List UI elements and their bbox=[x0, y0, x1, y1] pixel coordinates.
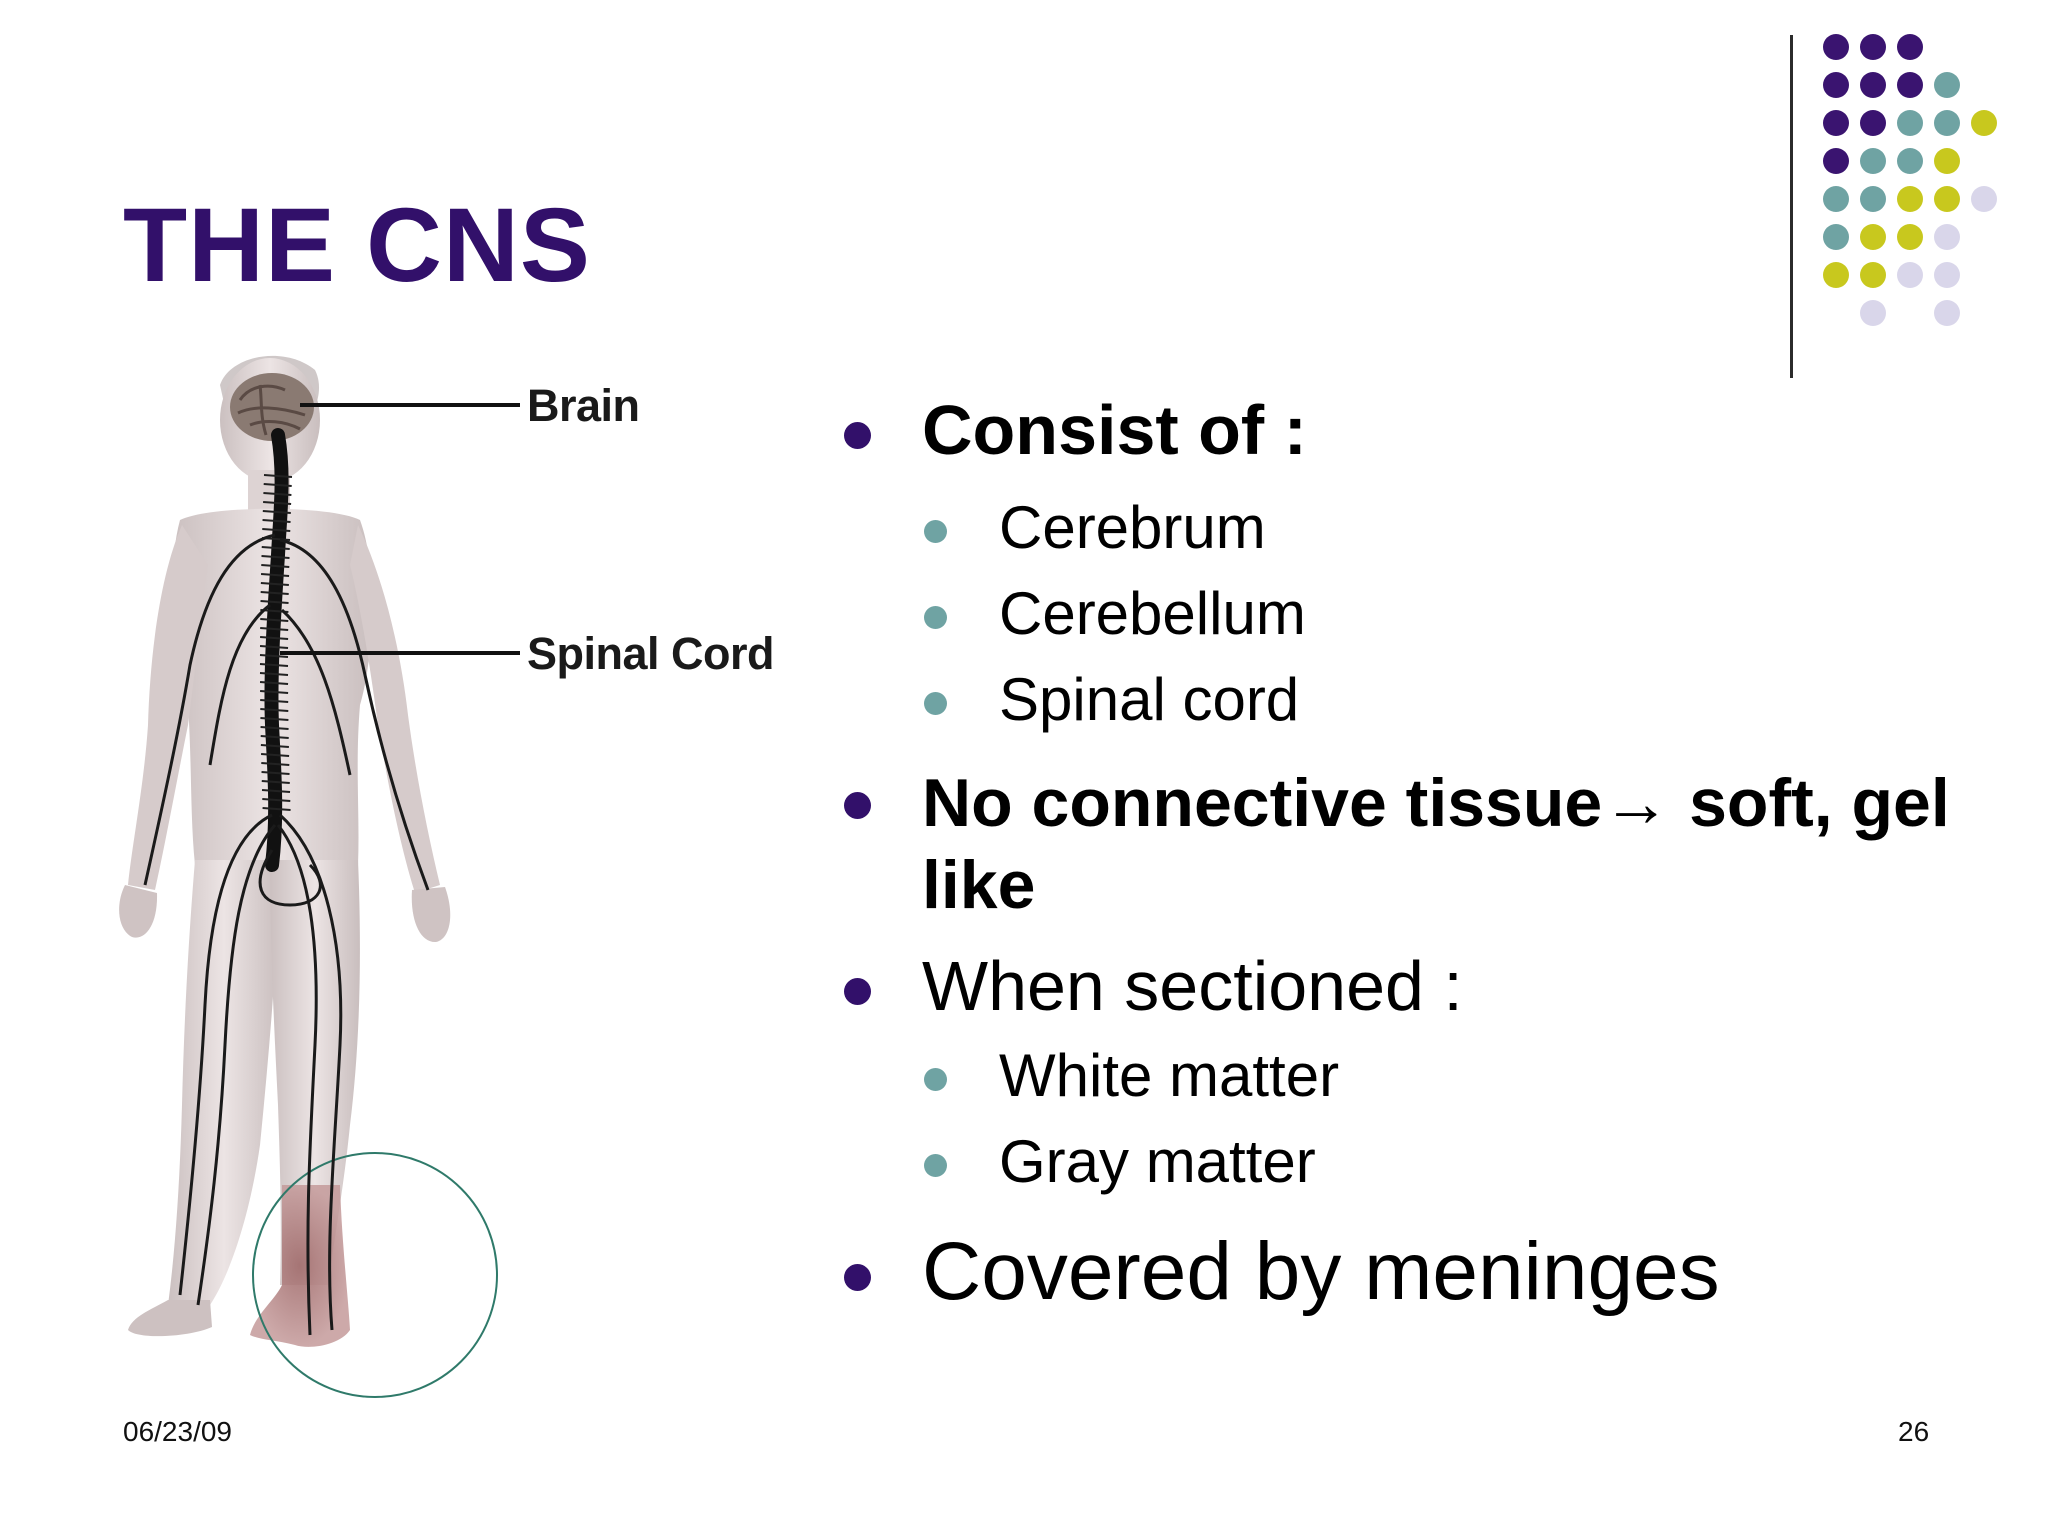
decorative-dot bbox=[1971, 186, 1997, 212]
sub-bullet-text: Cerebellum bbox=[999, 580, 1306, 647]
decorative-dot bbox=[1897, 148, 1923, 174]
sub-bullet-text: Spinal cord bbox=[999, 666, 1300, 733]
decorative-dot bbox=[1934, 110, 1960, 136]
decorative-dot bbox=[1860, 262, 1886, 288]
decorative-dot bbox=[1934, 72, 1960, 98]
nerve-lines bbox=[143, 533, 430, 1336]
nervous-system-illustration: Brain Spinal Cord bbox=[110, 345, 810, 1435]
decorative-dot bbox=[1823, 148, 1849, 174]
sub-bullet-text: Gray matter bbox=[999, 1128, 1316, 1195]
bullet-text: No connective tissue→ soft, gel like bbox=[922, 765, 1950, 923]
decorative-dot bbox=[1897, 34, 1923, 60]
decorative-dot bbox=[1934, 186, 1960, 212]
bullet-text: Covered by meninges bbox=[922, 1226, 1720, 1317]
bullet-dot bbox=[844, 1264, 871, 1291]
decorative-dot bbox=[1934, 262, 1960, 288]
decorative-dot bbox=[1860, 110, 1886, 136]
slide-number: 26 bbox=[1898, 1416, 1930, 1447]
sub-bullet-dot bbox=[924, 606, 947, 629]
decorative-dot bbox=[1897, 262, 1923, 288]
decorative-dot bbox=[1934, 148, 1960, 174]
decorative-dot bbox=[1897, 186, 1923, 212]
decorative-dot bbox=[1823, 34, 1849, 60]
bullet-text: When sectioned : bbox=[922, 947, 1463, 1025]
decorative-dot bbox=[1823, 224, 1849, 250]
decorative-dot bbox=[1860, 34, 1886, 60]
sub-bullet-dot bbox=[924, 1154, 947, 1177]
decorative-dot-grid bbox=[1823, 34, 1997, 326]
decorative-dot bbox=[1971, 110, 1997, 136]
foot-highlight-circle bbox=[252, 1152, 498, 1398]
decorative-dot bbox=[1823, 186, 1849, 212]
decorative-dot bbox=[1860, 224, 1886, 250]
decorative-dot bbox=[1934, 224, 1960, 250]
decorative-divider-line bbox=[1790, 35, 1793, 378]
sub-bullet-dot bbox=[924, 692, 947, 715]
decorative-dot bbox=[1823, 262, 1849, 288]
spinal-cord-shape bbox=[264, 428, 289, 872]
bullet-text: Consist of : bbox=[922, 391, 1307, 469]
spinal-cord-label: Spinal Cord bbox=[527, 628, 775, 679]
brain-label: Brain bbox=[527, 380, 640, 431]
decorative-dot bbox=[1823, 72, 1849, 98]
bullet-dot bbox=[844, 792, 871, 819]
decorative-dot bbox=[1860, 300, 1886, 326]
decorative-dot bbox=[1897, 224, 1923, 250]
decorative-dot bbox=[1897, 110, 1923, 136]
bullet-dot bbox=[844, 422, 871, 449]
footer-date: 06/23/09 bbox=[123, 1416, 232, 1447]
decorative-dot bbox=[1897, 72, 1923, 98]
decorative-dot bbox=[1860, 186, 1886, 212]
human-body-figure bbox=[119, 355, 520, 1398]
sub-bullet-text: Cerebrum bbox=[999, 494, 1266, 561]
bullet-dot bbox=[844, 978, 871, 1005]
sub-bullet-dot bbox=[924, 1068, 947, 1091]
slide-title: THE CNS bbox=[123, 187, 591, 304]
decorative-dot bbox=[1860, 148, 1886, 174]
decorative-dot bbox=[1823, 110, 1849, 136]
decorative-dot bbox=[1934, 300, 1960, 326]
decorative-dot bbox=[1860, 72, 1886, 98]
sub-bullet-text: White matter bbox=[999, 1042, 1340, 1109]
sub-bullet-dot bbox=[924, 520, 947, 543]
